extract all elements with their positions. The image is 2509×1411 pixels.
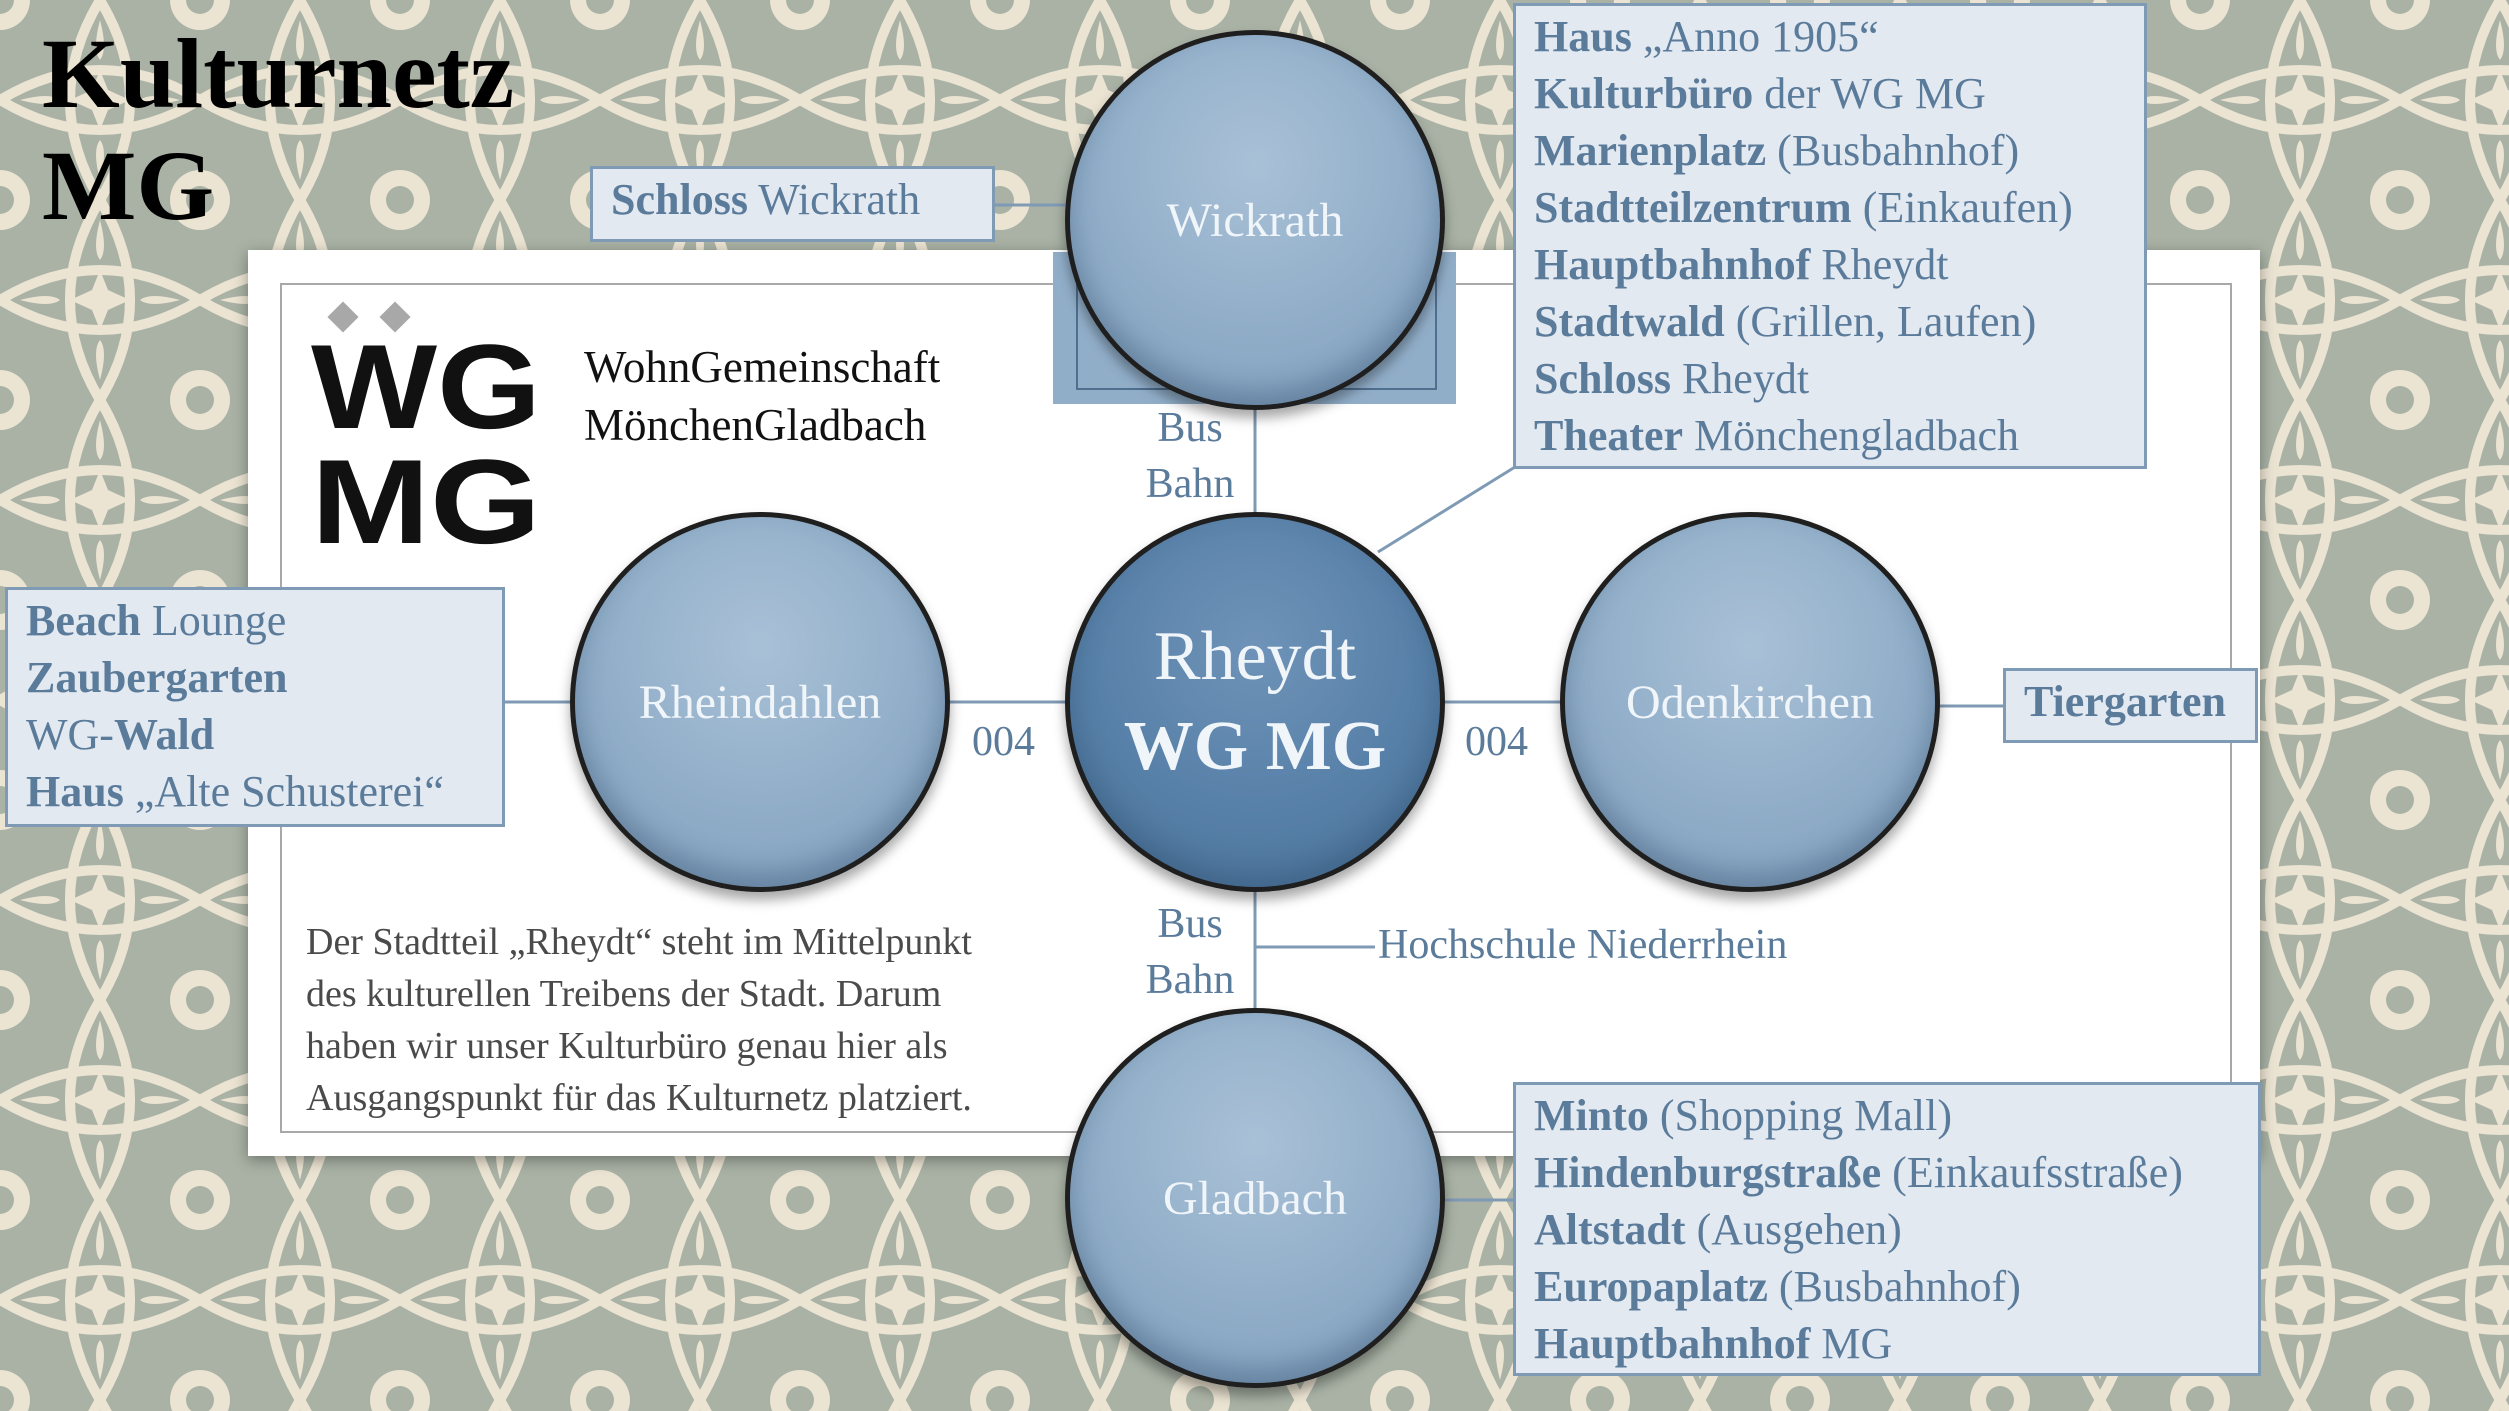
node-rheindahlen: Rheindahlen xyxy=(570,512,950,892)
poi-schloss-rheydt: Schloss Rheydt xyxy=(1534,354,1810,403)
label-left-line: 004 xyxy=(972,719,1035,765)
poi-europaplatz: Europaplatz (Busbahnhof) xyxy=(1534,1262,2021,1311)
node-label: Gladbach xyxy=(1163,1171,1347,1225)
poi-schloss-wickrath: Schloss Wickrath xyxy=(611,175,921,224)
poi-kulturbuero: Kulturbüro der WG MG xyxy=(1534,69,1986,118)
node-sublabel: WG MG xyxy=(1123,708,1387,785)
node-rheydt-center: Rheydt WG MG xyxy=(1065,512,1445,892)
node-label: Odenkirchen xyxy=(1626,675,1874,729)
label-right-line: 004 xyxy=(1465,719,1528,765)
poi-stadtteilzentrum: Stadtteilzentrum (Einkaufen) xyxy=(1534,183,2073,232)
node-label: Rheindahlen xyxy=(638,675,882,729)
poi-hauptbahnhof-rheydt: Hauptbahnhof Rheydt xyxy=(1534,240,1949,289)
label-bahn: Bahn xyxy=(1145,957,1235,1003)
poi-stadtwald: Stadtwald (Grillen, Laufen) xyxy=(1534,297,2037,346)
poi-hauptbahnhof-mg: Hauptbahnhof MG xyxy=(1534,1319,1893,1368)
poi-tiergarten: Tiergarten xyxy=(2024,677,2227,726)
logo-caption: WohnGemeinschaft MönchenGladbach xyxy=(584,338,940,454)
poi-wg-wald: WG-Wald xyxy=(26,710,215,759)
poi-hindenburgstrasse: Hindenburgstraße (Einkaufsstraße) xyxy=(1534,1148,2183,1197)
label-top-transport: Bus Bahn xyxy=(1130,400,1250,512)
node-label: Wickrath xyxy=(1166,193,1344,247)
box-gladbach: Minto (Shopping Mall) Hindenburgstraße (… xyxy=(1513,1082,2261,1376)
description-text: Der Stadtteil „Rheydt“ steht im Mittelpu… xyxy=(306,916,1066,1124)
poi-haus-anno-1905: Haus „Anno 1905“ xyxy=(1534,12,1879,61)
description-line: Ausgangspunkt für das Kulturnetz platzie… xyxy=(306,1077,972,1119)
node-gladbach: Gladbach xyxy=(1065,1008,1445,1388)
logo-caption-line-1: WohnGemeinschaft xyxy=(584,342,941,392)
label-hochschule: Hochschule Niederrhein xyxy=(1378,922,1788,968)
box-rheindahlen: Beach Lounge Zaubergarten WG-Wald Haus „… xyxy=(5,587,505,827)
poi-altstadt: Altstadt (Ausgehen) xyxy=(1534,1205,1902,1254)
page-title: Kulturnetz MG xyxy=(42,18,514,242)
poi-minto: Minto (Shopping Mall) xyxy=(1534,1091,1952,1140)
leader-rheydt xyxy=(1377,465,1516,554)
poi-zaubergarten: Zaubergarten xyxy=(26,653,288,702)
node-odenkirchen: Odenkirchen xyxy=(1560,512,1940,892)
label-bus: Bus xyxy=(1157,405,1223,451)
description-line: des kulturellen Treibens der Stadt. Daru… xyxy=(306,973,942,1015)
box-odenkirchen: Tiergarten xyxy=(2003,668,2258,743)
poi-theater: Theater Mönchengladbach xyxy=(1534,411,2020,460)
description-line: Der Stadtteil „Rheydt“ steht im Mittelpu… xyxy=(306,921,972,963)
label-bus: Bus xyxy=(1157,901,1223,947)
title-line-1: Kulturnetz xyxy=(42,18,515,129)
poi-beach-lounge: Beach Lounge xyxy=(26,596,287,645)
svg-text:MG: MG xyxy=(311,435,541,558)
node-label: Rheydt xyxy=(1153,618,1357,695)
svg-text:WG: WG xyxy=(311,320,541,454)
title-line-2: MG xyxy=(42,130,215,241)
poi-marienplatz: Marienplatz (Busbahnhof) xyxy=(1534,126,2020,175)
node-wickrath: Wickrath xyxy=(1065,30,1445,410)
box-rheydt: Haus „Anno 1905“ Kulturbüro der WG MG Ma… xyxy=(1513,3,2147,469)
label-bottom-transport: Bus Bahn xyxy=(1130,896,1250,1008)
description-line: haben wir unser Kulturbüro genau hier al… xyxy=(306,1025,948,1067)
logo-caption-line-2: MönchenGladbach xyxy=(584,400,927,450)
label-bahn: Bahn xyxy=(1145,461,1235,507)
wg-mg-logo: WG MG xyxy=(311,301,541,558)
poi-haus-alte-schusterei: Haus „Alte Schusterei“ xyxy=(26,767,444,816)
box-wickrath: Schloss Wickrath xyxy=(590,166,995,242)
